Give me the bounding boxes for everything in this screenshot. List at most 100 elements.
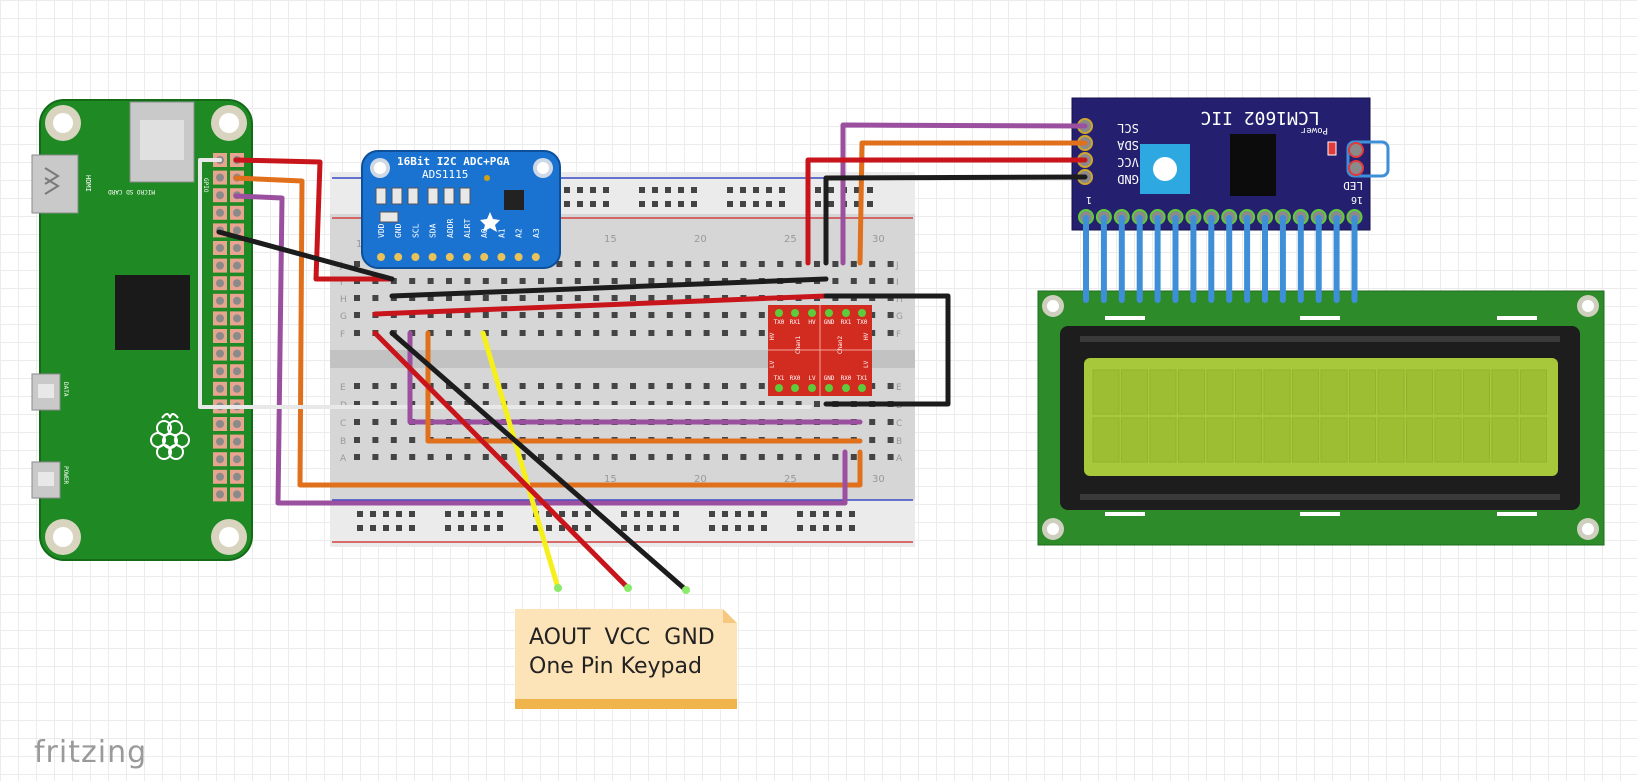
gpio-pin-hole [233,261,241,270]
rail-hole [828,201,834,207]
rail-hole [828,187,834,193]
terminal-hole [464,454,471,460]
pin1-label: 1 [1086,194,1092,205]
gpio-pin-hole [233,420,241,428]
gpio-pin-hole [233,314,241,323]
rail-hole [678,187,684,193]
terminal-hole [869,437,876,443]
terminal-hole [354,401,360,407]
lcd-char-cell [1121,369,1148,415]
col-label-20: 20 [694,234,707,245]
lcd-char-cell [1377,369,1405,415]
rail-hole [709,511,715,517]
adc-pin [445,253,454,261]
terminal-hole [593,261,600,267]
terminal-hole [538,278,544,284]
wire-orange-backpack-sda [857,140,1088,266]
terminal-hole [758,383,765,389]
gpio-pin-hole [216,244,224,252]
terminal-hole [390,383,397,389]
terminal-hole [501,383,508,389]
rail-hole [497,511,503,517]
terminal-hole [611,261,618,267]
terminal-hole [722,383,728,389]
terminal-hole [758,261,765,267]
terminal-hole [722,261,728,267]
adc-pin-label: SCL [411,223,420,238]
gpio-pin-hole [233,208,241,217]
row-label-right: A [896,454,903,464]
terminal-hole [501,454,508,460]
gpio-label: GPIO [202,178,209,193]
gpio-pin-hole [216,384,224,393]
wire-orange-pi-sda [233,175,863,488]
rail-hole [740,187,746,193]
rail-hole [357,525,363,531]
gpio-pin-hole [216,490,224,499]
rail-hole [753,201,759,207]
col-label-bottom-20: 20 [694,474,707,485]
wire-black-shifter-gnd [823,293,951,407]
rail-hole [577,187,583,193]
lcd-char-cell [1121,417,1148,463]
pin-label-sda: SDA [1116,138,1138,152]
terminal-hole [501,312,508,318]
terminal-hole [887,454,894,460]
rail-hole [652,201,658,207]
terminal-hole [869,330,876,336]
terminal-hole [446,454,452,460]
gpio-pin-hole [216,296,224,305]
terminal-hole [574,330,581,336]
rail-hole [572,511,578,517]
terminal-hole [630,261,636,267]
terminal-hole [501,295,508,301]
terminal-hole [574,401,581,407]
rail-hole [761,525,767,531]
rail-hole [546,525,552,531]
terminal-hole [722,401,728,407]
rail-hole [691,201,697,207]
col-label-25: 25 [784,234,797,245]
terminal-hole [446,278,452,284]
lcd-char-cell [1263,369,1291,415]
adc-pin [480,253,489,261]
wire-red-backpack-vcc [805,157,1088,266]
rail-hole [727,187,733,193]
rail-hole [836,511,842,517]
terminal-hole [630,454,636,460]
keypad-note: AOUT VCC GND One Pin Keypad [515,609,737,709]
terminal-hole [482,295,489,301]
rail-hole [484,511,490,517]
terminal-hole [593,401,600,407]
terminal-hole [703,312,710,318]
rail-hole [370,525,376,531]
terminal-hole [482,454,489,460]
shifter-chan-label: Chan1 [795,336,802,354]
row-label-right: J [895,261,899,271]
terminal-hole [740,383,747,389]
shifter-pin [791,384,799,392]
terminal-hole [519,401,526,407]
lcd-char-cell [1320,369,1348,415]
shifter-bottom-pin-label: TX1 [774,375,785,382]
rail-hole [621,525,627,531]
terminal-hole [482,330,489,336]
rail-hole [639,201,645,207]
rail-hole [836,525,842,531]
terminal-hole [758,454,765,460]
terminal-hole [758,401,765,407]
rail-hole [383,525,389,531]
adc-pin [463,253,471,261]
terminal-hole [482,383,489,389]
shifter-pin [791,309,799,317]
rail-hole [572,525,578,531]
terminal-hole [390,419,397,425]
terminal-hole [648,312,655,318]
shifter-bottom-pin-label: RX0 [841,375,852,382]
terminal-hole [703,401,710,407]
shifter-pin [842,309,850,317]
terminal-hole [869,312,876,318]
shifter-top-pin-label: RX1 [790,319,801,326]
